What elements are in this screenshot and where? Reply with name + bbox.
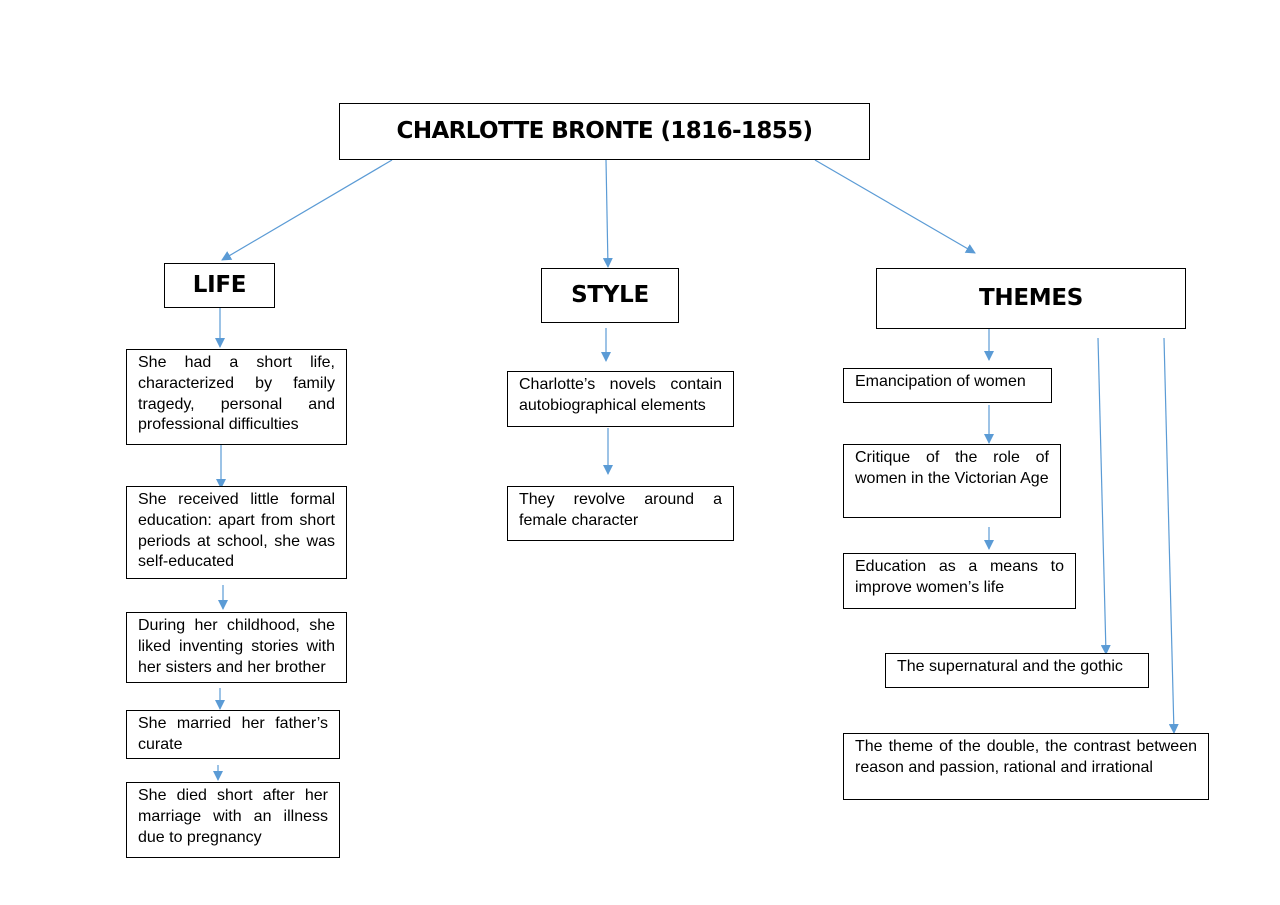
arrow-title-to-themes bbox=[814, 159, 976, 254]
life-box-4: She married her father’s curate bbox=[126, 710, 340, 759]
heading-style: STYLE bbox=[541, 268, 679, 323]
arrow-title-to-life bbox=[221, 159, 393, 261]
life-box-5: She died short after her marriage with a… bbox=[126, 782, 340, 858]
heading-themes: THEMES bbox=[876, 268, 1186, 329]
themes-box-4: The supernatural and the gothic bbox=[885, 653, 1149, 688]
arrow-themes-5 bbox=[1163, 337, 1179, 734]
arrow-themes-4 bbox=[1097, 337, 1111, 655]
themes-box-2: Critique of the role of women in the Vic… bbox=[843, 444, 1061, 518]
title-box: CHARLOTTE BRONTE (1816-1855) bbox=[339, 103, 870, 160]
life-box-1: She had a short life, characterized by f… bbox=[126, 349, 347, 445]
life-box-2: She received little formal education: ap… bbox=[126, 486, 347, 579]
themes-box-1: Emancipation of women bbox=[843, 368, 1052, 403]
themes-box-3: Education as a means to improve women’s … bbox=[843, 553, 1076, 609]
style-box-1: Charlotte’s novels contain autobiographi… bbox=[507, 371, 734, 427]
arrow-title-to-style bbox=[602, 159, 613, 268]
themes-box-5: The theme of the double, the contrast be… bbox=[843, 733, 1209, 800]
style-box-2: They revolve around a female character bbox=[507, 486, 734, 541]
heading-life: LIFE bbox=[164, 263, 275, 308]
life-box-3: During her childhood, she liked inventin… bbox=[126, 612, 347, 683]
